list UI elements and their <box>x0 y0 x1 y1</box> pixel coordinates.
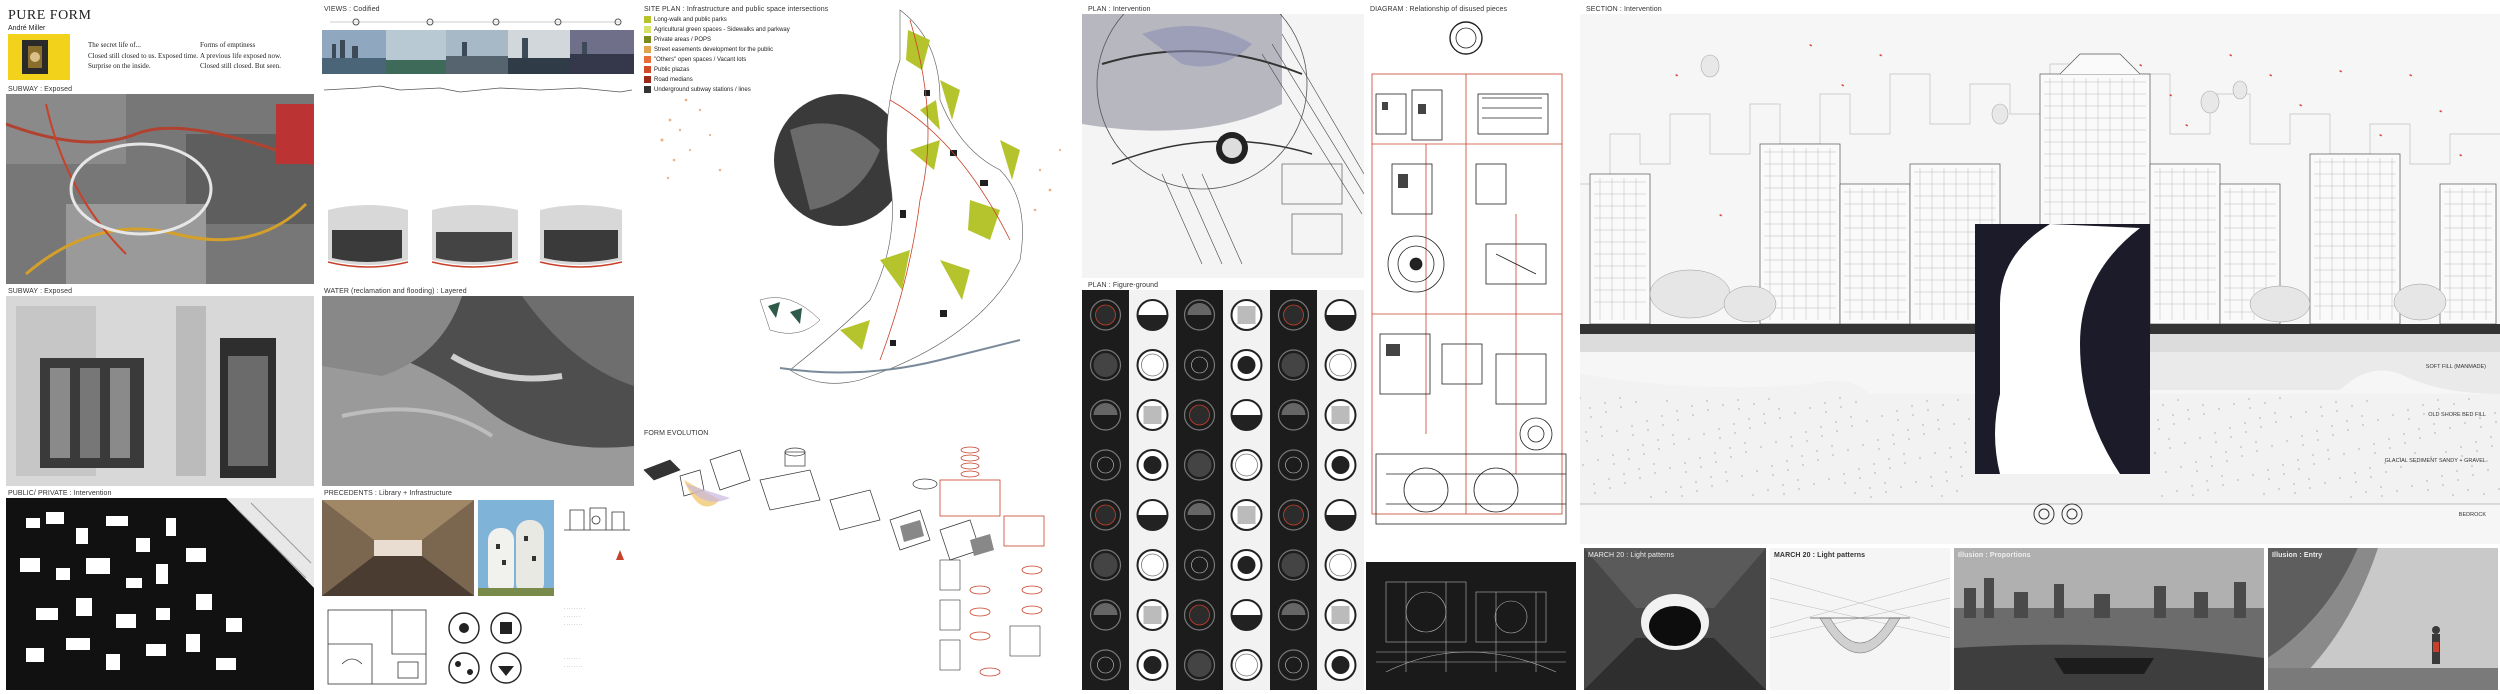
light-pattern-section: MARCH 20 : Light patterns <box>1770 548 1950 690</box>
poem-left: The secret life of...Closed still closed… <box>88 41 199 70</box>
svg-text:· · · · · · ·: · · · · · · · <box>564 656 580 661</box>
light-pattern-label-2: MARCH 20 : Light patterns <box>1774 552 1866 559</box>
site-legend: Long-walk and public parks Agricultural … <box>644 16 824 106</box>
author-name: André Miller <box>8 25 46 32</box>
logo-image <box>8 34 70 80</box>
light-pattern-label: MARCH 20 : Light patterns <box>1588 552 1675 559</box>
site-plan-map <box>640 0 1080 420</box>
column-4: PLAN : Intervention PLAN : Figure-ground <box>1082 0 1364 694</box>
illusion-entry-label: Illusion : Entry <box>2272 552 2323 559</box>
public-private-label: PUBLIC/ PRIVATE : Intervention <box>8 490 112 497</box>
legend-item: Long-walk and public parks <box>644 16 727 23</box>
precedent-silo-image <box>478 500 554 596</box>
page-title: PURE FORM <box>8 8 92 23</box>
skyline-profile-line <box>323 85 633 93</box>
figure-ground-study-grid <box>1082 290 1364 690</box>
precedents-label: PRECEDENTS : Library + Infrastructure <box>324 490 452 497</box>
section-label: SECTION : Intervention <box>1586 6 1662 13</box>
legend-item: Underground subway stations / lines <box>644 86 751 93</box>
legend-item: "Others" open spaces / Vacant lots <box>644 56 746 63</box>
precedent-tunnel-image <box>322 500 474 596</box>
logo-figure-icon <box>22 40 48 74</box>
form-evolution-diagram <box>640 440 1080 690</box>
illusion-proportions-label: Illusion : Proportions <box>1958 552 2031 559</box>
illusion-entry-render: Illusion : Entry <box>2268 548 2498 690</box>
soil-layer-label: GLACIAL SEDIMENT SANDY + GRAVEL <box>2384 458 2486 464</box>
legend-item: Agricultural green spaces - Sidewalks an… <box>644 26 790 33</box>
subway-exposed-label-1: SUBWAY : Exposed <box>8 86 73 93</box>
section-drawing: SOFT FILL (MANMADE) OLD SHORE BED FILL G… <box>1580 14 2500 544</box>
svg-text:· · · · · · ·: · · · · · · · <box>564 614 580 619</box>
column-6: SECTION : Intervention <box>1580 0 2500 694</box>
precedent-plan-drawing <box>322 604 432 690</box>
svg-text:· · · · · · · · ·: · · · · · · · · · <box>564 606 585 611</box>
plan-figure-ground-label: PLAN : Figure-ground <box>1088 282 1159 289</box>
svg-text:· · · · · · · ·: · · · · · · · · <box>564 622 582 627</box>
svg-text:· · · · · · · ·: · · · · · · · · <box>564 664 582 669</box>
diagram-label: DIAGRAM : Relationship of disused pieces <box>1370 6 1508 13</box>
curved-views-images <box>322 200 634 280</box>
light-pattern-render: MARCH 20 : Light patterns <box>1584 548 1766 690</box>
plan-intervention-label: PLAN : Intervention <box>1088 6 1151 13</box>
water-label: WATER (reclamation and flooding) : Layer… <box>324 288 467 295</box>
water-aerial-image <box>322 296 634 486</box>
subway-interior-image <box>6 296 314 486</box>
skyline-photo-strip <box>322 30 634 74</box>
view-markers <box>330 18 622 26</box>
illusion-proportions-render: Illusion : Proportions <box>1954 548 2264 690</box>
soil-layer-label: SOFT FILL (MANMADE) <box>2425 364 2486 370</box>
soil-layer-label: BEDROCK <box>2458 512 2486 518</box>
column-5: DIAGRAM : Relationship of disused pieces <box>1366 0 1576 694</box>
machine-night-drawing <box>1366 562 1576 690</box>
legend-item: Private areas / POPS <box>644 36 711 43</box>
machine-diagram <box>1366 14 1576 560</box>
legend-item: Public plazas <box>644 66 689 73</box>
site-plan-label: SITE PLAN : Infrastructure and public sp… <box>644 6 829 13</box>
column-1: PURE FORM André Miller The secret life o… <box>0 0 318 694</box>
legend-item: Road medians <box>644 76 693 83</box>
precedent-round-plans <box>438 604 558 690</box>
subway-aerial-image <box>6 94 314 284</box>
views-codified-label: VIEWS : Codified <box>324 6 380 13</box>
figure-ground-map <box>6 498 314 690</box>
subway-exposed-label-2: SUBWAY : Exposed <box>8 288 73 295</box>
soil-layer-label: OLD SHORE BED FILL <box>2428 412 2486 418</box>
form-evolution-label: FORM EVOLUTION <box>644 430 709 437</box>
legend-item: Street easements development for the pub… <box>644 46 773 53</box>
column-2: VIEWS : Codified WATER (reclamation and … <box>320 0 636 694</box>
column-3: SITE PLAN : Infrastructure and public sp… <box>640 0 1080 694</box>
plan-intervention-drawing <box>1082 14 1364 278</box>
precedent-diagram: · · · · · · · · · · · · · · · · · · · · · … <box>560 500 634 690</box>
